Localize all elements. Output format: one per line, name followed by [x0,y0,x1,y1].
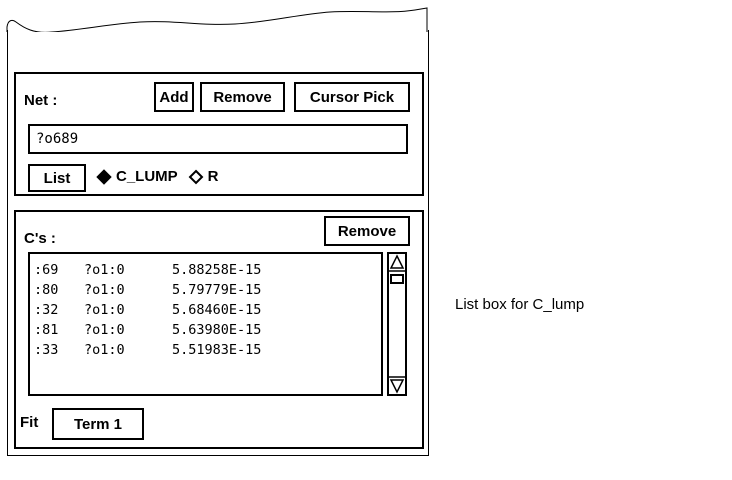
list-item[interactable]: :80 ?o1:0 5.79779E-15 [34,280,381,300]
list-box-annotation: List box for C_lump [455,296,585,313]
row-value: 5.63980E-15 [172,322,262,338]
list-button[interactable]: List [28,164,86,192]
row-node: ?o1:0 [84,342,125,358]
net-label: Net : [24,92,58,109]
hollow-diamond-icon [188,169,204,184]
radio-c-lump-label: C_LUMP [116,168,178,185]
row-node: ?o1:0 [84,322,125,338]
cursor-pick-button[interactable]: Cursor Pick [294,82,410,112]
row-id: :81 [34,322,59,338]
list-item[interactable]: :69 ?o1:0 5.88258E-15 [34,260,381,280]
scroll-up-arrow-icon[interactable] [389,254,405,272]
list-item[interactable]: :32 ?o1:0 5.68460E-15 [34,300,381,320]
cs-label: C's : [24,230,56,247]
radio-r[interactable]: R [188,168,219,185]
torn-edge-decoration [6,7,428,32]
scroll-thumb[interactable] [390,274,404,284]
row-value: 5.68460E-15 [172,302,262,318]
row-id: :32 [34,302,59,318]
cs-remove-button[interactable]: Remove [324,216,410,246]
radio-c-lump[interactable]: C_LUMP [96,168,178,185]
row-id: :69 [34,262,59,278]
add-button[interactable]: Add [154,82,194,112]
list-item[interactable]: :81 ?o1:0 5.63980E-15 [34,320,381,340]
radio-r-label: R [207,168,219,185]
term-selector-button[interactable]: Term 1 [52,408,144,440]
row-value: 5.88258E-15 [172,262,262,278]
fit-label: Fit [20,414,39,431]
lump-type-radio-group: C_LUMP R [96,168,229,185]
net-input[interactable] [28,124,408,154]
cs-panel: C's : Remove :69 ?o1:0 5.88258E-15 :80 ?o1:… [14,210,424,449]
filled-diamond-icon [96,168,112,185]
row-id: :80 [34,282,59,298]
net-panel: Net : Add Remove Cursor Pick List C_LUMP… [14,72,424,196]
row-node: ?o1:0 [84,282,125,298]
row-value: 5.79779E-15 [172,282,262,298]
row-value: 5.51983E-15 [172,342,262,358]
list-scrollbar[interactable] [387,252,407,396]
scroll-down-arrow-icon[interactable] [389,376,405,394]
list-item[interactable]: :33 ?o1:0 5.51983E-15 [34,340,381,360]
net-dialog-window: Net : Add Remove Cursor Pick List C_LUMP… [7,30,429,456]
net-remove-button[interactable]: Remove [200,82,285,112]
row-node: ?o1:0 [84,302,125,318]
row-id: :33 [34,342,59,358]
row-node: ?o1:0 [84,262,125,278]
